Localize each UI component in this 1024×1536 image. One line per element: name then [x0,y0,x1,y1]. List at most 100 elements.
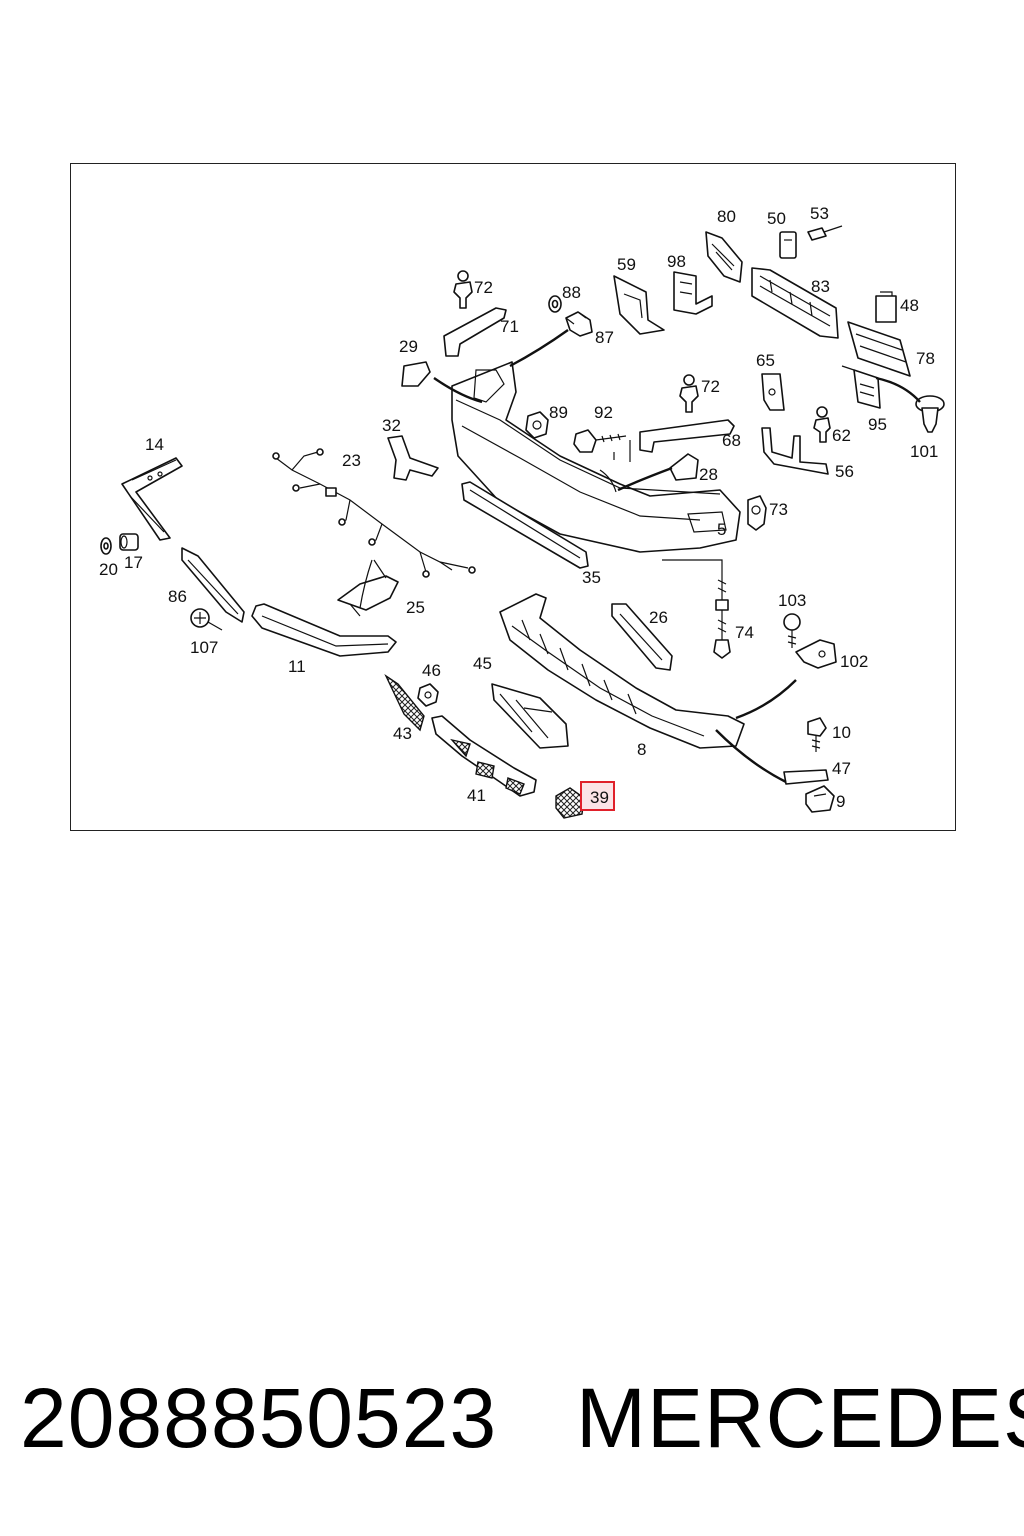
label-10: 10 [832,723,851,742]
part-50-clip [779,231,797,259]
part-26-grille [611,603,673,671]
label-29: 29 [399,337,418,356]
part-107-screw [190,608,223,631]
label-43: 43 [393,724,412,743]
part-95-bracket [841,365,881,409]
part-20-washer [100,537,112,555]
label-48: 48 [900,296,919,315]
label-74: 74 [735,623,754,642]
part-62-clip [813,406,831,443]
part-11-trim-strip [251,603,397,657]
label-98: 98 [667,252,686,271]
part-92-screw [573,429,627,453]
part-14-bracket [121,457,183,541]
part-87-bolt [565,311,593,337]
label-107: 107 [190,638,218,657]
assembly-arrows [433,329,921,784]
part-72-clip-a [453,270,473,309]
part-103-screw [783,613,801,648]
highlight-box-39: 39 [580,781,615,811]
label-56: 56 [835,462,854,481]
label-14: 14 [145,435,164,454]
label-73: 73 [769,500,788,519]
part-9-clip [805,785,835,813]
part-80-bracket [705,231,743,283]
part-39-mesh-insert [555,787,585,819]
label-50: 50 [767,209,786,228]
part-72-clip-b [679,374,699,413]
part-101-clip [915,395,945,433]
label-35: 35 [582,568,601,587]
label-72-a: 72 [474,278,493,297]
caption-row: 2088850523 MERCEDES [0,1370,1024,1470]
part-17-grommet [119,533,139,551]
part-25-cable-tie [337,559,399,617]
part-48-clip [875,291,897,323]
part-43-grille [384,674,425,732]
label-20: 20 [99,560,118,579]
label-83: 83 [811,277,830,296]
callout-labels: 80 50 53 59 98 83 48 72 88 87 71 29 78 6… [99,204,938,811]
label-80: 80 [717,207,736,226]
part-56-bracket [761,427,829,475]
label-92: 92 [594,403,613,422]
part-74-bolt [713,574,731,659]
label-45: 45 [473,654,492,673]
label-46: 46 [422,661,441,680]
part-number: 2088850523 [20,1371,498,1465]
part-53-pin [807,225,843,241]
label-25: 25 [406,598,425,617]
label-26: 26 [649,608,668,627]
label-95: 95 [868,415,887,434]
part-102-bracket [795,639,837,669]
brand-name: MERCEDES [576,1371,1024,1465]
part-47-plate [783,769,829,785]
part-86-plate [181,547,245,623]
part-28-cap [669,453,699,481]
part-32-bracket [387,435,439,481]
label-71: 71 [500,317,519,336]
part-23-wiring-harness [272,448,476,578]
label-9: 9 [836,792,845,811]
part-78-bracket [847,321,911,377]
label-101: 101 [910,442,938,461]
label-8: 8 [637,740,646,759]
part-10-screw [807,717,827,752]
label-41: 41 [467,786,486,805]
part-46-nut [417,683,439,707]
label-32: 32 [382,416,401,435]
part-59-bracket [613,275,665,335]
label-47: 47 [832,759,851,778]
label-89: 89 [549,403,568,422]
part-45-grille [491,683,569,749]
part-98-bracket [673,271,713,315]
label-68: 68 [722,431,741,450]
label-17: 17 [124,553,143,572]
label-11: 11 [288,657,306,676]
label-102: 102 [840,652,868,671]
label-78: 78 [916,349,935,368]
part-71-bracket [443,307,507,357]
label-88: 88 [562,283,581,302]
label-5: 5 [717,520,726,539]
part-5-bumper-cover [451,361,741,553]
part-35-strip [461,481,589,569]
label-103: 103 [778,591,806,610]
part-41-mesh-grille [431,715,537,797]
label-28: 28 [699,465,718,484]
part-73-clip [747,495,767,531]
label-53: 53 [810,204,829,223]
label-62: 62 [832,426,851,445]
part-29-cap [401,361,431,387]
part-83-support [751,267,839,339]
label-65: 65 [756,351,775,370]
label-59: 59 [617,255,636,274]
label-87: 87 [595,328,614,347]
label-86: 86 [168,587,187,606]
label-39: 39 [590,788,609,807]
part-88-washer [548,295,562,313]
part-65-bracket [761,373,785,411]
part-68-bracket [639,419,735,453]
part-89-nut [525,411,549,439]
